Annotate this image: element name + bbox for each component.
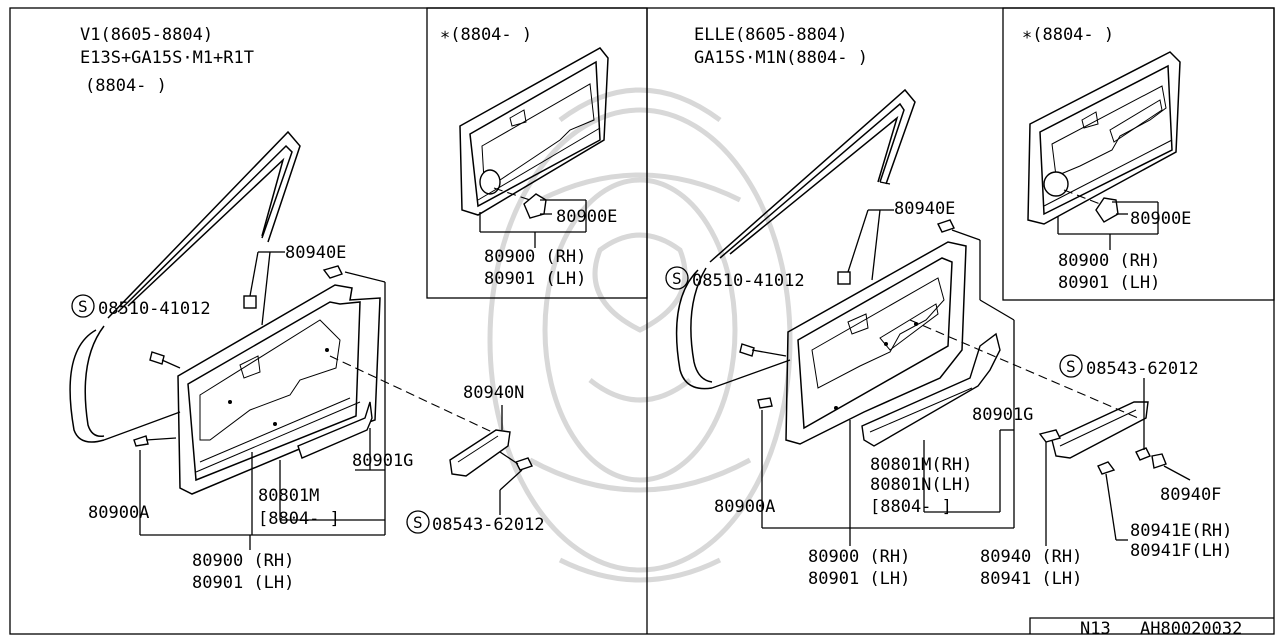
- left-label-pocket-date: [8804- ]: [258, 509, 340, 529]
- right-header-line1: ELLE(8605-8804): [694, 25, 848, 45]
- left-header-line3: (8804- ): [85, 76, 167, 96]
- right-clip-80900a: [757, 397, 773, 409]
- right-trim-panel: [785, 241, 967, 445]
- footer-code: AH80020032: [1140, 619, 1242, 638]
- right-label-grip-rh: 80940 (RH): [980, 547, 1082, 567]
- left-screw2-s: S: [413, 513, 423, 532]
- footer-section: N13: [1080, 619, 1111, 638]
- left-leaders: [139, 251, 523, 550]
- left-screw-s: S: [78, 297, 88, 316]
- right-pocket: [861, 332, 1001, 447]
- right-label-80941e: 80941E(RH): [1130, 521, 1232, 541]
- right-label-main-rh: 80900 (RH): [808, 547, 910, 567]
- watermark-emblem: [487, 87, 793, 583]
- right-screw2-s: S: [1066, 357, 1076, 376]
- right-inset-label-lh: 80901 (LH): [1058, 273, 1160, 293]
- footer: N13 AH80020032: [1080, 619, 1242, 639]
- right-door-shell: [675, 88, 916, 390]
- left-label-80940n: 80940N: [463, 383, 524, 403]
- left-screw-symbol: [71, 294, 95, 318]
- right-header-line2: GA15S·M1N(8804- ): [694, 48, 868, 68]
- left-clip-top: [322, 265, 343, 279]
- left-small-parts: [133, 265, 343, 447]
- right-label-grip-lh: 80941 (LH): [980, 569, 1082, 589]
- left-screw-08510: [149, 351, 165, 365]
- right-label-80801m: 80801M(RH): [870, 455, 972, 475]
- right-inset-header: ∗(8804- ): [1022, 25, 1114, 45]
- right-screw-08543: [1135, 447, 1151, 461]
- left-inset-label-80900e: 80900E: [556, 207, 617, 227]
- right-label-80940f: 80940F: [1160, 485, 1221, 505]
- left-inset-label-rh: 80900 (RH): [484, 247, 586, 267]
- left-grip: [449, 429, 533, 477]
- right-inset: ∗(8804- ) 80900E 80900 (RH) 80901 (LH): [1022, 25, 1191, 293]
- right-label-80900a: 80900A: [714, 497, 775, 517]
- right-label-08543: 08543-62012: [1086, 359, 1199, 379]
- right-label-80941f: 80941F(LH): [1130, 541, 1232, 561]
- left-inset-frame: [426, 7, 648, 299]
- right-clip-top: [937, 219, 955, 233]
- left-clip-80900a: [133, 435, 149, 447]
- left-trim-panel: [177, 284, 381, 495]
- left-label-80900a: 80900A: [88, 503, 149, 523]
- right-grip: [1038, 401, 1149, 459]
- right-inset-label-80900e: 80900E: [1130, 209, 1191, 229]
- left-pocket: [297, 401, 373, 459]
- right-clip-80940e: [837, 271, 851, 285]
- right-label-80801n: 80801N(LH): [870, 475, 972, 495]
- left-clip-80940e: [243, 295, 257, 309]
- left-inset: ∗(8804- ) 80900E 80900 (RH) 80901 (LH): [440, 25, 617, 289]
- left-inset-label-lh: 80901 (LH): [484, 269, 586, 289]
- right-inset-frame: [1002, 7, 1275, 301]
- right-screw-08510: [739, 343, 755, 357]
- frames: [9, 7, 1275, 635]
- right-cap-80941e: [1097, 461, 1116, 475]
- right-inset-label-rh: 80900 (RH): [1058, 251, 1160, 271]
- footer-frame: [1029, 617, 1274, 634]
- right-label-80940e: 80940E: [894, 199, 955, 219]
- right-label-08510: 08510-41012: [692, 271, 805, 291]
- left-inset-header: ∗(8804- ): [440, 25, 532, 45]
- left-label-80901g: 80901G: [352, 451, 413, 471]
- left-label-08510: 08510-41012: [98, 299, 211, 319]
- right-label-pocket-date: [8804- ]: [870, 497, 952, 517]
- left-label-main-rh: 80900 (RH): [192, 551, 294, 571]
- right-group: ELLE(8605-8804) GA15S·M1N(8804- ): [665, 25, 1232, 589]
- right-small-parts: [739, 219, 1167, 475]
- right-screw2-symbol: [1059, 354, 1083, 378]
- left-label-80940e: 80940E: [285, 243, 346, 263]
- left-dash-line: [329, 355, 493, 433]
- right-label-80901g: 80901G: [972, 405, 1033, 425]
- left-header-line1: V1(8605-8804): [80, 25, 213, 45]
- left-screw2-symbol: [406, 510, 430, 534]
- right-clip-80940f: [1151, 453, 1167, 469]
- left-group: V1(8605-8804) E13S+GA15S·M1+R1T (8804- ): [69, 25, 617, 593]
- left-header-line2: E13S+GA15S·M1+R1T: [80, 48, 254, 68]
- left-label-main-lh: 80901 (LH): [192, 573, 294, 593]
- right-leaders: [761, 209, 1191, 546]
- left-label-08543: 08543-62012: [432, 515, 545, 535]
- right-screw-s: S: [672, 269, 682, 288]
- right-inset-speaker-cap: [1095, 197, 1119, 223]
- left-door-shell: [69, 130, 301, 443]
- left-label-80801m: 80801M: [258, 486, 319, 506]
- right-screw-symbol: [665, 266, 689, 290]
- right-label-main-lh: 80901 (LH): [808, 569, 910, 589]
